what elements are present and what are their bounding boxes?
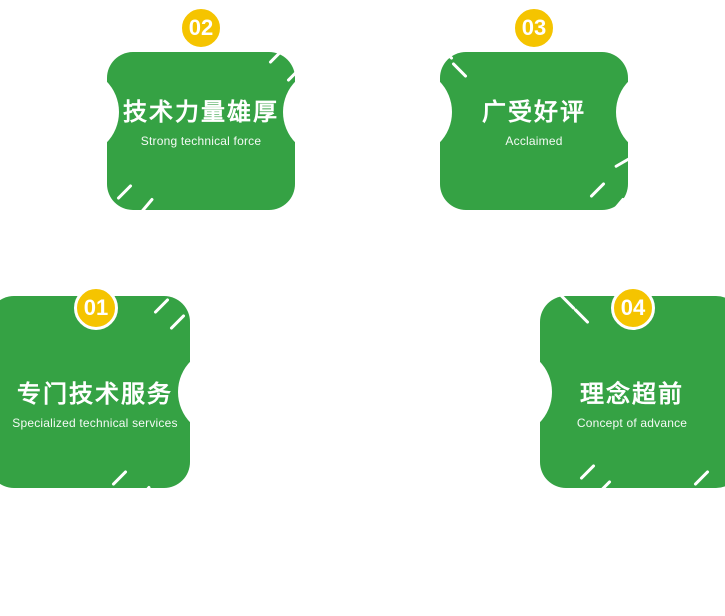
- sparkle-decoration: [614, 155, 633, 169]
- number-badge: 01: [74, 286, 118, 330]
- sparkle-decoration: [138, 197, 155, 215]
- sparkle-decoration: [451, 61, 468, 79]
- sparkle-decoration: [579, 463, 596, 481]
- number-badge: 02: [179, 6, 223, 50]
- badge-number: 01: [83, 295, 109, 320]
- sparkle-decoration: [559, 293, 576, 311]
- badge-number: 04: [620, 295, 646, 320]
- card-subtitle: Strong technical force: [140, 134, 262, 148]
- card-notch-left: [464, 348, 552, 436]
- sparkle-decoration: [169, 313, 186, 331]
- sparkle-decoration: [268, 47, 285, 65]
- sparkle-decoration: [153, 297, 170, 315]
- number-badge: 04: [611, 286, 655, 330]
- card-text-block: 技术力量雄厚 Strong technical force: [107, 92, 295, 148]
- number-badge: 03: [512, 6, 556, 50]
- sparkle-decoration: [609, 197, 626, 215]
- feature-card-04: 理念超前 Concept of advance 04: [464, 286, 725, 497]
- sparkle-decoration: [589, 181, 606, 199]
- sparkle-decoration: [573, 307, 590, 325]
- card-notch-left: [31, 68, 119, 156]
- card-notch-right: [178, 348, 266, 436]
- card-title: 技术力量雄厚: [123, 99, 279, 126]
- sparkle-decoration: [693, 469, 710, 487]
- feature-card-03: 广受好评 Acclaimed 03: [364, 6, 704, 215]
- card-notch-right: [616, 68, 704, 156]
- card-text-block: 广受好评 Acclaimed: [440, 92, 628, 148]
- card-title: 专门技术服务: [17, 381, 173, 408]
- badge-number: 02: [188, 15, 214, 40]
- card-title: 广受好评: [482, 99, 586, 126]
- sparkle-decoration: [111, 469, 128, 487]
- card-notch-right: [283, 68, 371, 156]
- sparkle-decoration: [437, 43, 454, 61]
- badge-number: 03: [521, 15, 547, 40]
- card-notch-left: [364, 68, 452, 156]
- card-subtitle: Concept of advance: [576, 416, 688, 430]
- sparkle-decoration: [135, 485, 152, 503]
- card-subtitle: Acclaimed: [505, 134, 563, 148]
- card-title: 理念超前: [580, 381, 684, 408]
- sparkle-decoration: [595, 479, 612, 497]
- card-text-block: 专门技术服务 Specialized technical services: [0, 374, 196, 430]
- feature-card-02: 技术力量雄厚 Strong technical force 02: [31, 6, 371, 215]
- card-subtitle: Specialized technical services: [12, 416, 178, 430]
- feature-card-01: 专门技术服务 Specialized technical services 01: [0, 286, 266, 503]
- card-text-block: 理念超前 Concept of advance: [531, 374, 725, 430]
- sparkle-decoration: [116, 183, 133, 201]
